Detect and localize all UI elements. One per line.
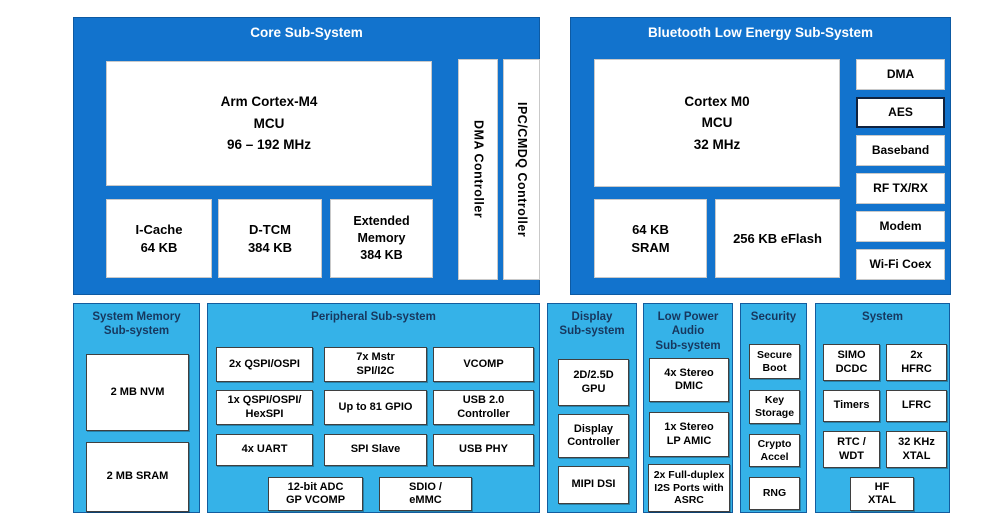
display-controller-block: Display Controller: [558, 414, 629, 458]
i2s-asrc-block: 2x Full-duplex I2S Ports with ASRC: [648, 464, 730, 512]
amic-block: 1x Stereo LP AMIC: [649, 412, 729, 457]
mstr-spi-i2c-block: 7x Mstr SPI/I2C: [324, 347, 427, 382]
rf-txrx-block: RF TX/RX: [856, 173, 945, 204]
usb2-controller-block: USB 2.0 Controller: [433, 390, 534, 425]
secure-boot-block: Secure Boot: [749, 344, 800, 379]
audio-title: Low Power Audio Sub-system: [655, 311, 721, 352]
audio-panel: Low Power Audio Sub-system 4x Stereo DMI…: [643, 303, 733, 513]
hfrc-block: 2x HFRC: [886, 344, 947, 381]
baseband-block: Baseband: [856, 135, 945, 166]
wifi-coex-block: Wi-Fi Coex: [856, 249, 945, 280]
nvm-block: 2 MB NVM: [86, 354, 189, 431]
display-title: Display Sub-system: [559, 311, 625, 338]
ble-side-column: DMA AES Baseband RF TX/RX Modem Wi-Fi Co…: [856, 59, 945, 280]
dma-controller-block: DMA Controller: [458, 59, 498, 280]
uart-block: 4x UART: [216, 434, 313, 466]
display-panel: Display Sub-system 2D/2.5D GPU Display C…: [547, 303, 637, 513]
lfrc-block: LFRC: [886, 390, 947, 422]
gpio-block: Up to 81 GPIO: [324, 390, 427, 425]
security-panel: Security Secure Boot Key Storage Crypto …: [740, 303, 807, 513]
system-memory-panel: System Memory Sub-system 2 MB NVM 2 MB S…: [73, 303, 200, 513]
ble-sram-block: 64 KB SRAM: [594, 199, 707, 278]
rng-block: RNG: [749, 477, 800, 510]
adc-gp-vcomp-block: 12-bit ADC GP VCOMP: [268, 477, 363, 511]
eflash-block: 256 KB eFlash: [715, 199, 840, 278]
ipc-cmdq-controller-block: IPC/CMDQ Controller: [503, 59, 540, 280]
dmic-block: 4x Stereo DMIC: [649, 358, 729, 402]
xtal-32khz-block: 32 KHz XTAL: [886, 431, 947, 468]
icache-block: I-Cache 64 KB: [106, 199, 212, 278]
hf-xtal-block: HF XTAL: [850, 477, 914, 511]
crypto-accel-block: Crypto Accel: [749, 434, 800, 467]
core-subsystem-panel: Core Sub-System Arm Cortex-M4 MCU 96 – 1…: [73, 17, 540, 295]
peripheral-title: Peripheral Sub-system: [311, 311, 436, 323]
peripheral-panel: Peripheral Sub-system 2x QSPI/OSPI 7x Ms…: [207, 303, 540, 513]
aes-block: AES: [856, 97, 945, 128]
cortex-m0-block: Cortex M0 MCU 32 MHz: [594, 59, 840, 187]
timers-block: Timers: [823, 390, 880, 422]
dtcm-block: D-TCM 384 KB: [218, 199, 322, 278]
qspi-ospi-2x-block: 2x QSPI/OSPI: [216, 347, 313, 382]
ble-subsystem-title: Bluetooth Low Energy Sub-System: [647, 25, 874, 40]
core-subsystem-title: Core Sub-System: [250, 25, 363, 40]
modem-block: Modem: [856, 211, 945, 242]
system-panel: System SIMO DCDC 2x HFRC Timers LFRC RTC…: [815, 303, 950, 513]
simo-dcdc-block: SIMO DCDC: [823, 344, 880, 381]
spi-slave-block: SPI Slave: [324, 434, 427, 466]
extended-memory-block: Extended Memory 384 KB: [330, 199, 433, 278]
system-sram-block: 2 MB SRAM: [86, 442, 189, 512]
arm-cortex-m4-block: Arm Cortex-M4 MCU 96 – 192 MHz: [106, 61, 432, 186]
security-title: Security: [750, 311, 797, 323]
key-storage-block: Key Storage: [749, 390, 800, 424]
gpu-block: 2D/2.5D GPU: [558, 359, 629, 406]
mipi-dsi-block: MIPI DSI: [558, 466, 629, 504]
system-memory-title: System Memory Sub-system: [92, 311, 181, 338]
qspi-ospi-hexspi-block: 1x QSPI/OSPI/ HexSPI: [216, 390, 313, 425]
system-title: System: [862, 311, 903, 323]
ble-dma-block: DMA: [856, 59, 945, 90]
rtc-wdt-block: RTC / WDT: [823, 431, 880, 468]
ble-subsystem-panel: Bluetooth Low Energy Sub-System Cortex M…: [570, 17, 951, 295]
sdio-emmc-block: SDIO / eMMC: [379, 477, 472, 511]
vcomp-block: VCOMP: [433, 347, 534, 382]
usb-phy-block: USB PHY: [433, 434, 534, 466]
